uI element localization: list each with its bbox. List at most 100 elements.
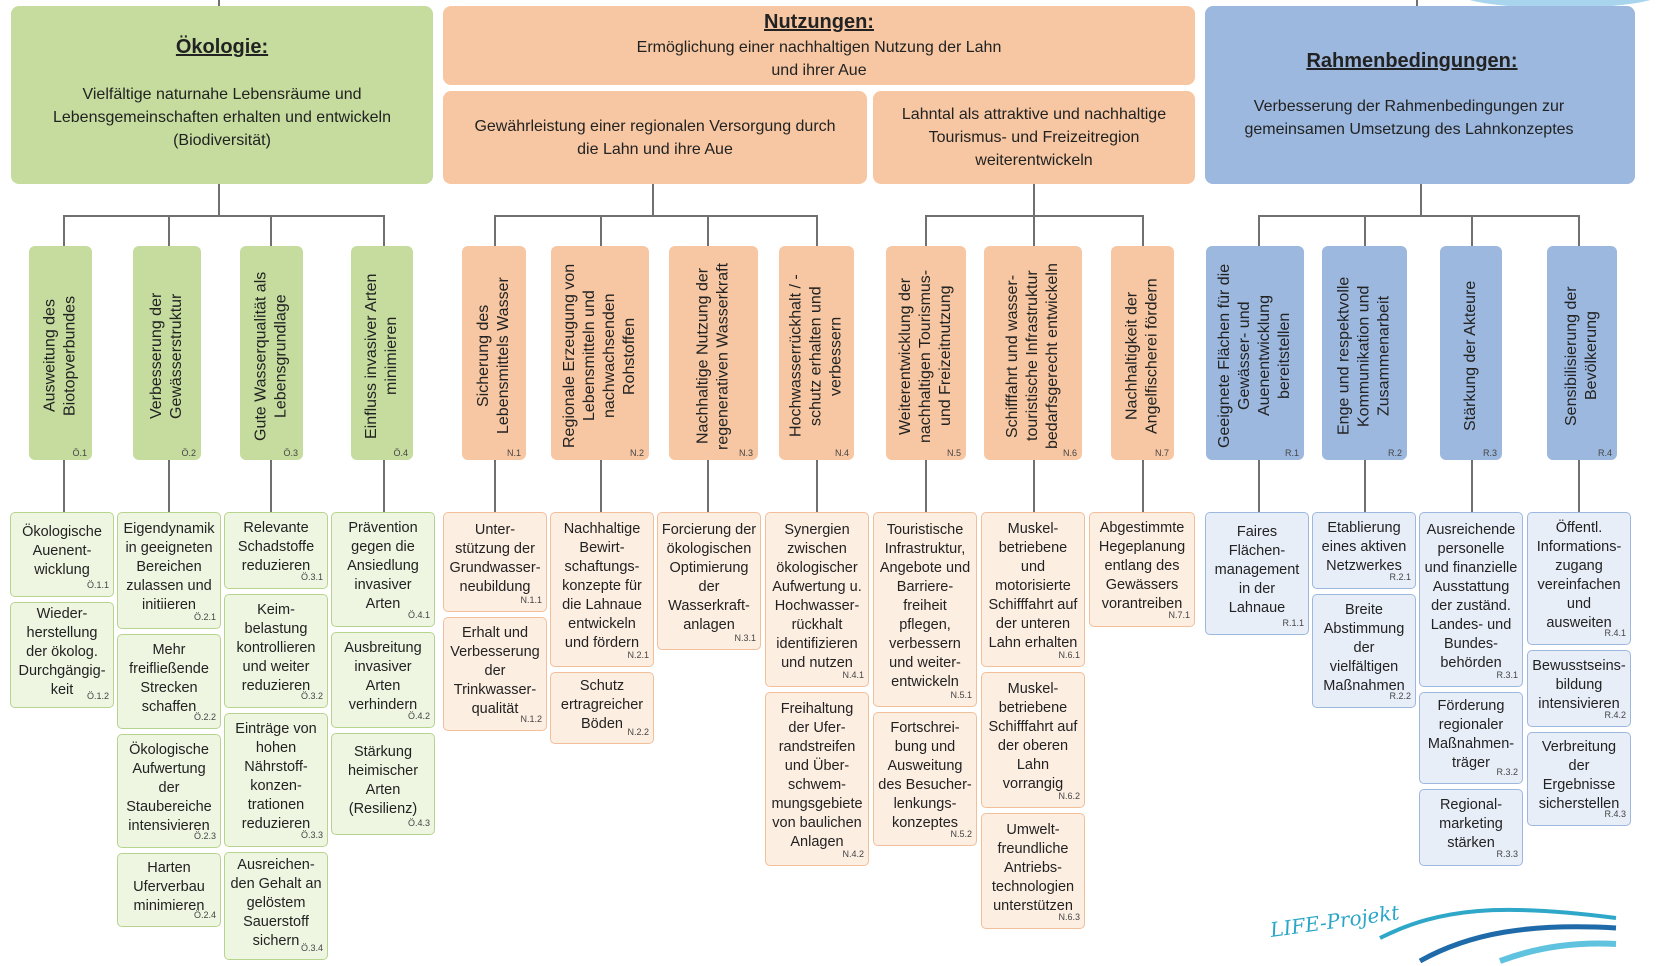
goal-o1-text: Ausweitung des Biotopverbundes <box>41 295 79 417</box>
measure-r31-text: Ausreichende personelle und finanzielle … <box>1424 521 1518 671</box>
measure-r22-code: R.2.2 <box>1389 691 1411 701</box>
measure-n12-code: N.1.2 <box>520 714 542 724</box>
goal-n2: Regionale Erzeugung von Lebensmitteln un… <box>551 246 649 460</box>
measure-n11-text: Unter- stützung der Grundwasser- neubild… <box>449 522 541 595</box>
measure-r33-code: R.3.3 <box>1496 849 1518 859</box>
goal-r2: Enge und respektvolle Kommunikation und … <box>1322 246 1407 460</box>
measure-o21-code: Ö.2.1 <box>193 612 216 622</box>
measure-n21: Nachhaltige Bewirt- schaftungs- konzepte… <box>550 512 654 667</box>
header-oekologie: Ökologie: Vielfältige naturnahe Lebensrä… <box>11 6 433 184</box>
measure-o43-code: Ö.4.3 <box>407 818 430 828</box>
goal-r2-code: R.2 <box>1387 448 1402 458</box>
measure-r42-code: R.4.2 <box>1604 710 1626 720</box>
goal-n1-code: N.1 <box>506 448 521 458</box>
measure-n42-text: Freihaltung der Ufer- randstreifen und Ü… <box>771 701 863 850</box>
goal-o4-code: Ö.4 <box>393 448 408 458</box>
measure-r21-text: Etablierung eines aktiven Netzwerkes <box>1321 520 1407 574</box>
measure-n63-code: N.6.3 <box>1058 912 1080 922</box>
wave-logo-graphic <box>1379 907 1617 964</box>
life-projekt-logo: LIFE-Projekt <box>1269 898 1617 964</box>
goal-n5-text: Weiterentwicklung der nachhaltigen Touri… <box>897 269 954 443</box>
measure-o24-text: Harten Uferverbau minimieren <box>133 859 205 914</box>
goal-n3: Nachhaltige Nutzung der regenerativen Wa… <box>669 246 758 460</box>
measure-n22-code: N.2.2 <box>627 727 649 737</box>
measure-n41-code: N.4.1 <box>842 670 864 680</box>
measure-o42-code: Ö.4.2 <box>407 711 430 721</box>
measure-n51-code: N.5.1 <box>950 690 972 700</box>
header-nutzungen-title: Nutzungen: <box>764 11 874 33</box>
measure-r31: Ausreichende personelle und finanzielle … <box>1419 512 1523 687</box>
measure-o23-text: Ökologische Aufwertung der Staubereiche … <box>126 741 212 834</box>
measure-n42: Freihaltung der Ufer- randstreifen und Ü… <box>765 692 869 866</box>
goal-n2-code: N.2 <box>629 448 644 458</box>
goal-n7-code: N.7 <box>1154 448 1169 458</box>
header-rahmen: Rahmenbedingungen: Verbesserung der Rahm… <box>1205 6 1635 184</box>
measure-n21-code: N.2.1 <box>627 650 649 660</box>
measure-r33-text: Regional- marketing stärken <box>1439 797 1503 851</box>
measure-o11-text: Ökologische Auenent- wicklung <box>22 524 102 578</box>
measure-n31: Forcierung der ökologischen Optimierung … <box>657 512 761 650</box>
measure-n61-text: Muskel- betriebene und motorisierte Schi… <box>988 521 1078 651</box>
measure-o22-code: Ö.2.2 <box>193 712 216 722</box>
header-versorgung-text: Gewährleistung einer regionalen Versorgu… <box>474 117 836 158</box>
measure-n21-text: Nachhaltige Bewirt- schaftungs- konzepte… <box>562 521 642 651</box>
measure-n52: Fortschrei- bung und Ausweitung des Besu… <box>873 712 977 846</box>
goal-n7-text: Nachhaltigkeit der Angelfischerei förder… <box>1123 278 1161 434</box>
goal-n4: Hochwasserrückhalt / -schutz erhalten un… <box>779 246 854 460</box>
measure-n31-text: Forcierung der ökologischen Optimierung … <box>661 522 757 633</box>
goal-o3-text: Gute Wasserqualität als Lebensgrundlage <box>252 271 290 441</box>
measure-n42-code: N.4.2 <box>842 849 864 859</box>
measure-r41: Öffentl. Informations- zugang vereinfach… <box>1527 512 1631 645</box>
measure-o34-text: Ausreichen- den Gehalt an gelöstem Sauer… <box>230 856 322 949</box>
measure-r43: Verbreitung der Ergebnisse sicherstellen… <box>1527 732 1631 826</box>
measure-o32-code: Ö.3.2 <box>300 691 323 701</box>
measure-r41-text: Öffentl. Informations- zugang vereinfach… <box>1536 519 1622 631</box>
goal-n1-text: Sicherung des Lebensmittels Wasser <box>475 277 512 435</box>
measure-n71: Abgestimmte Hegeplanung entlang des Gewä… <box>1089 512 1195 627</box>
measure-o21-text: Eigendynamik in geeigneten Bereichen zul… <box>123 521 215 613</box>
measure-n41: Synergien zwischen ökologischer Aufwertu… <box>765 512 869 687</box>
goal-n4-code: N.4 <box>834 448 849 458</box>
measure-r43-text: Verbreitung der Ergebnisse sicherstellen <box>1538 739 1620 812</box>
measure-o12-text: Wieder- herstellung der ökolog. Durchgän… <box>18 605 106 698</box>
measure-r22-text: Breite Abstimmung der vielfältigen Maßna… <box>1323 601 1405 694</box>
goal-n6: Schifffahrt und wasser-touristische Infr… <box>984 246 1082 460</box>
measure-n12: Erhalt und Verbesserung der Trinkwasser-… <box>443 617 547 731</box>
measure-o11-code: Ö.1.1 <box>86 580 109 590</box>
header-tourismus: Lahntal als attraktive und nachhaltige T… <box>873 91 1195 184</box>
measure-o34: Ausreichen- den Gehalt an gelöstem Sauer… <box>224 852 328 960</box>
goal-o2-text: Verbesserung der Gewässerstruktur <box>148 292 185 420</box>
goal-r4-code: R.4 <box>1597 448 1612 458</box>
measure-n11: Unter- stützung der Grundwasser- neubild… <box>443 512 547 612</box>
measure-r42-text: Bewusstseins- bildung intensivieren <box>1532 658 1626 712</box>
measure-r41-code: R.4.1 <box>1604 628 1626 638</box>
measure-o43: Stärkung heimischer Arten (Resilienz)Ö.4… <box>331 733 435 835</box>
measure-o31-code: Ö.3.1 <box>300 572 323 582</box>
goal-r4-text: Sensibilisierung der Bevölkerung <box>1563 286 1600 426</box>
header-versorgung: Gewährleistung einer regionalen Versorgu… <box>443 91 867 184</box>
measure-r31-code: R.3.1 <box>1496 670 1518 680</box>
goal-r3-text: Stärkung der Akteure <box>1462 280 1479 432</box>
goal-r3-code: R.3 <box>1482 448 1497 458</box>
goal-n3-text: Nachhaltige Nutzung der regenerativen Wa… <box>694 262 732 450</box>
measure-o12: Wieder- herstellung der ökolog. Durchgän… <box>10 602 114 708</box>
measure-r11-text: Faires Flächen- management in der Lahnau… <box>1214 524 1300 616</box>
measure-n63: Umwelt- freundliche Antriebs- technologi… <box>981 813 1085 929</box>
measure-o33: Einträge von hohen Nährstoff- konzen- tr… <box>224 713 328 847</box>
measure-r11-code: R.1.1 <box>1282 618 1304 628</box>
